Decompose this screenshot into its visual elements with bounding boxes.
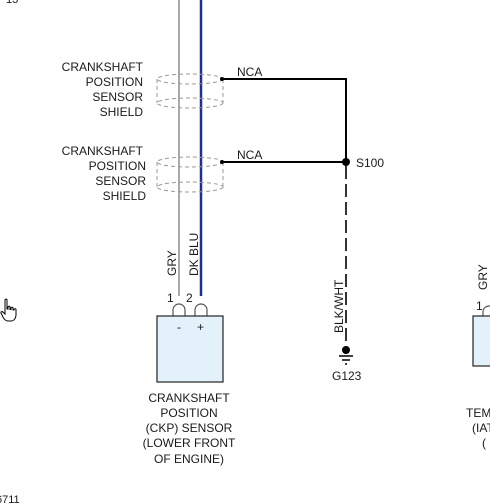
gry-wire-label: GRY: [165, 250, 179, 276]
sensor-name-line-2: POSITION: [160, 406, 217, 420]
blk-wht-label: BLK/WHT: [332, 279, 346, 333]
splice-s100[interactable]: [342, 158, 350, 166]
ground-label: G123: [332, 369, 362, 383]
shield-1: CRANKSHAFT POSITION SENSOR SHIELD: [62, 60, 224, 119]
ground-g123[interactable]: [339, 346, 353, 365]
pin-1-terminal: [172, 303, 186, 316]
nca-label-2: NCA: [237, 148, 262, 162]
shield-2-line-4: SHIELD: [103, 189, 147, 203]
splice-label: S100: [356, 156, 384, 170]
sensor-name-line-1: CRANKSHAFT: [148, 391, 230, 405]
right-terminal: [482, 305, 490, 318]
right-name-line-1: TEM: [466, 406, 490, 420]
shield-1-line-1: CRANKSHAFT: [62, 60, 144, 74]
shield-2-line-3: SENSOR: [95, 174, 146, 188]
shield-2-line-2: POSITION: [89, 159, 146, 173]
pin-2-label: 2: [186, 291, 193, 305]
pin-1-label: 1: [167, 291, 174, 305]
hand-cursor-icon: [0, 298, 17, 322]
right-component-box[interactable]: [472, 315, 490, 367]
shield-1-line-3: SENSOR: [92, 90, 143, 104]
sensor-name-line-4: (LOWER FRONT: [143, 436, 236, 450]
sensor-plus: +: [197, 320, 204, 334]
corner-label-bottom: 6711: [0, 494, 20, 503]
nca-label-1: NCA: [237, 65, 262, 79]
ckp-sensor-box[interactable]: [156, 315, 224, 383]
corner-label-top: 13: [6, 0, 18, 6]
shield-2-line-1: CRANKSHAFT: [62, 144, 144, 158]
shield-1-line-4: SHIELD: [100, 105, 144, 119]
sensor-name-line-5: OF ENGINE): [154, 452, 224, 466]
nca-wire-1[interactable]: [222, 78, 347, 162]
right-name-line-3: (: [482, 436, 486, 450]
right-gry-label: GRY: [476, 264, 490, 290]
right-name-line-2: (IAT: [472, 421, 490, 435]
dkblu-wire-label: DK BLU: [187, 233, 201, 276]
sensor-minus: -: [177, 320, 181, 334]
shield-1-line-2: POSITION: [86, 75, 143, 89]
right-pin-label: 1: [476, 299, 483, 313]
pin-2-terminal: [194, 303, 208, 316]
shield-2: CRANKSHAFT POSITION SENSOR SHIELD: [62, 144, 224, 203]
sensor-name-line-3: (CKP) SENSOR: [146, 421, 233, 435]
